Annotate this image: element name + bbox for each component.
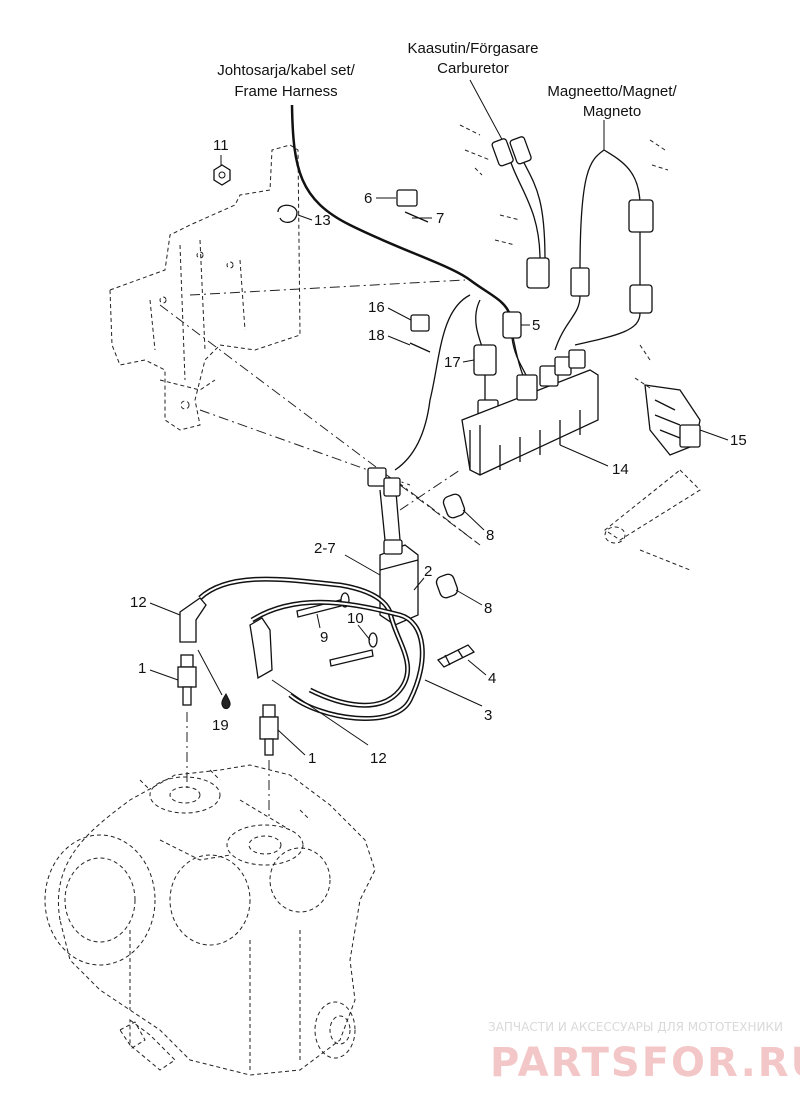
watermark: ЗАПЧАСТИ И АКСЕССУАРЫ ДЛЯ МОТОТЕХНИКИ PA…: [488, 1020, 800, 1086]
watermark-logo: PARTSFOR.RU: [490, 1040, 800, 1086]
part-1-spark-plugs: [177, 654, 279, 820]
carburetor-wires: [459, 79, 550, 289]
caption-magneto-line2: Magneto: [583, 103, 641, 120]
caption-frame-harness: Johtosarja/kabel set/ Frame Harness: [217, 62, 355, 100]
callout-label-8-lower: 8: [484, 600, 492, 617]
callout-7: 7: [412, 210, 444, 227]
callout-label-14: 14: [612, 461, 629, 478]
callout-label-15: 15: [730, 432, 747, 449]
part-2-ignition-coil: [367, 467, 419, 626]
callout-15: 15: [699, 429, 747, 449]
caption-frame-harness-line1: Johtosarja/kabel set/: [217, 62, 355, 79]
callout-18: 18: [368, 327, 411, 346]
part-8-spacer-lower: [435, 573, 459, 599]
callout-4: 4: [467, 659, 496, 687]
callout-19: 19: [197, 649, 229, 734]
callout-label-4: 4: [488, 670, 496, 687]
callout-8-lower: 8: [455, 589, 492, 617]
part-5-connector: [502, 311, 529, 381]
callout-2: 2: [413, 563, 432, 591]
part-19-grease: [221, 693, 231, 709]
callout-10: 10: [347, 610, 371, 641]
part-8-spacer-upper: [442, 493, 466, 519]
callout-9: 9: [316, 613, 328, 646]
callout-label-8-upper: 8: [486, 527, 494, 544]
part-18-pin: [409, 342, 431, 353]
part-3-ht-leads: [198, 576, 425, 721]
callout-label-5: 5: [532, 317, 540, 334]
frame-bracket: [109, 144, 301, 431]
callout-label-2-7: 2-7: [314, 540, 336, 557]
callout-3: 3: [424, 679, 492, 724]
callout-16: 16: [368, 299, 412, 321]
magneto-wires: [554, 120, 669, 351]
callout-13: 13: [297, 212, 331, 229]
callout-label-3: 3: [484, 707, 492, 724]
part-12-plug-caps: [179, 597, 273, 680]
mounting-strap: [604, 469, 701, 571]
callout-label-2: 2: [424, 563, 432, 580]
callout-14: 14: [559, 444, 629, 478]
callout-label-12-lower: 12: [370, 750, 387, 767]
callout-label-7: 7: [436, 210, 444, 227]
part-11-nut: [213, 164, 231, 186]
watermark-tagline: ЗАПЧАСТИ И АКСЕССУАРЫ ДЛЯ МОТОТЕХНИКИ: [488, 1020, 783, 1034]
callout-label-13: 13: [314, 212, 331, 229]
callout-1-lower: 1: [277, 729, 316, 767]
caption-carburetor-line1: Kaasutin/Förgasare: [408, 40, 539, 57]
callout-label-16: 16: [368, 299, 385, 316]
caption-magneto: Magneetto/Magnet/ Magneto: [547, 83, 677, 120]
part-16-connector: [410, 314, 430, 332]
callout-12-upper: 12: [130, 594, 181, 616]
callout-label-11: 11: [213, 137, 229, 154]
callout-label-1-upper: 1: [138, 660, 146, 677]
part-14-cdi-box: [461, 349, 599, 476]
assembly-lines: [159, 279, 481, 546]
callout-6: 6: [364, 190, 396, 207]
caption-magneto-line1: Magneetto/Magnet/: [547, 83, 677, 100]
callout-label-1-lower: 1: [308, 750, 316, 767]
caption-carburetor: Kaasutin/Förgasare Carburetor: [408, 40, 539, 77]
part-15-bracket: [634, 344, 701, 456]
engine-block: [44, 764, 376, 1076]
part-7-pin: [404, 211, 429, 223]
callout-17: 17: [444, 354, 475, 371]
callout-5: 5: [521, 317, 540, 334]
callout-2-7: 2-7: [314, 540, 381, 576]
callout-label-10: 10: [347, 610, 364, 627]
callout-label-9: 9: [320, 629, 328, 646]
callout-label-12-upper: 12: [130, 594, 147, 611]
callout-label-19: 19: [212, 717, 229, 734]
part-6-connector: [396, 189, 418, 207]
caption-frame-harness-line2: Frame Harness: [234, 83, 337, 100]
callout-1-upper: 1: [138, 660, 179, 681]
callout-label-18: 18: [368, 327, 385, 344]
caption-carburetor-line2: Carburetor: [437, 60, 509, 77]
callout-label-17: 17: [444, 354, 461, 371]
callout-11: 11: [213, 137, 229, 165]
part-13-clip: [277, 204, 298, 223]
callout-12-lower: 12: [271, 679, 387, 767]
callout-8-upper: 8: [462, 509, 494, 544]
part-4-clips: [436, 644, 476, 668]
callout-label-6: 6: [364, 190, 372, 207]
